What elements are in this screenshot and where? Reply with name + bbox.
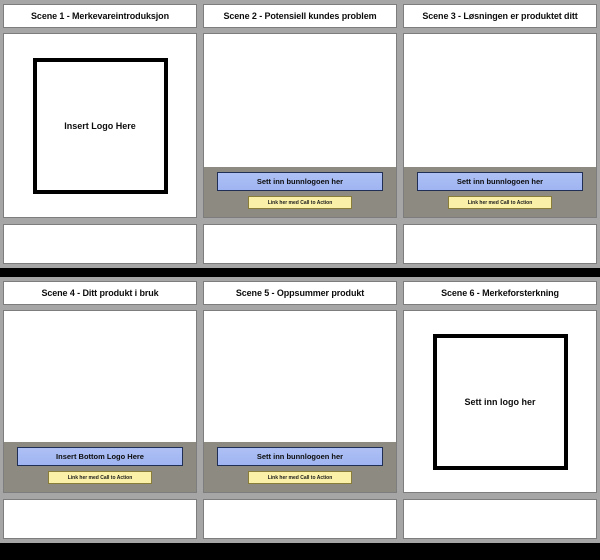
- scene-footer-band-4: Insert Bottom Logo Here Link her med Cal…: [4, 442, 196, 492]
- scene-notes-6[interactable]: [403, 499, 597, 539]
- scene-panel-1[interactable]: Scene 1 - Merkevareintroduksjon Insert L…: [3, 4, 197, 264]
- scene-panel-4[interactable]: Scene 4 - Ditt produkt i bruk Insert Bot…: [3, 281, 197, 539]
- scene-panel-3[interactable]: Scene 3 - Løsningen er produktet ditt Se…: [403, 4, 597, 264]
- scene-panel-5[interactable]: Scene 5 - Oppsummer produkt Sett inn bun…: [203, 281, 397, 539]
- scene-footer-band-2: Sett inn bunnlogoen her Link her med Cal…: [204, 167, 396, 217]
- scene-notes-5[interactable]: [203, 499, 397, 539]
- scene-canvas-2[interactable]: Sett inn bunnlogoen her Link her med Cal…: [203, 33, 397, 218]
- scene-notes-2[interactable]: [203, 224, 397, 264]
- bottom-logo-button-2[interactable]: Sett inn bunnlogoen her: [217, 172, 383, 191]
- bottom-logo-button-5[interactable]: Sett inn bunnlogoen her: [217, 447, 383, 466]
- bottom-logo-button-4[interactable]: Insert Bottom Logo Here: [17, 447, 183, 466]
- storyboard-row-1: Scene 1 - Merkevareintroduksjon Insert L…: [0, 0, 600, 268]
- logo-placeholder-box-6[interactable]: Sett inn logo her: [432, 333, 568, 470]
- scene-notes-3[interactable]: [403, 224, 597, 264]
- scene-panel-6[interactable]: Scene 6 - Merkeforsterkning Sett inn log…: [403, 281, 597, 539]
- scene-title-6: Scene 6 - Merkeforsterkning: [403, 281, 597, 305]
- row-separator: [0, 268, 600, 277]
- cta-link-button-3[interactable]: Link her med Call to Action: [448, 196, 552, 209]
- scene-footer-band-5: Sett inn bunnlogoen her Link her med Cal…: [204, 442, 396, 492]
- scene-canvas-5[interactable]: Sett inn bunnlogoen her Link her med Cal…: [203, 310, 397, 493]
- logo-placeholder-wrap-1: Insert Logo Here: [4, 34, 196, 217]
- scene-title-1: Scene 1 - Merkevareintroduksjon: [3, 4, 197, 28]
- scene-title-2: Scene 2 - Potensiell kundes problem: [203, 4, 397, 28]
- scene-panel-2[interactable]: Scene 2 - Potensiell kundes problem Sett…: [203, 4, 397, 264]
- logo-placeholder-wrap-6: Sett inn logo her: [404, 311, 596, 492]
- scene-title-3: Scene 3 - Løsningen er produktet ditt: [403, 4, 597, 28]
- scene-canvas-body-4[interactable]: [4, 311, 196, 442]
- bottom-logo-button-3[interactable]: Sett inn bunnlogoen her: [417, 172, 583, 191]
- scene-title-4: Scene 4 - Ditt produkt i bruk: [3, 281, 197, 305]
- scene-footer-band-3: Sett inn bunnlogoen her Link her med Cal…: [404, 167, 596, 217]
- scene-canvas-1[interactable]: Insert Logo Here: [3, 33, 197, 218]
- storyboard-row-2: Scene 4 - Ditt produkt i bruk Insert Bot…: [0, 277, 600, 543]
- scene-canvas-3[interactable]: Sett inn bunnlogoen her Link her med Cal…: [403, 33, 597, 218]
- bottom-edge-band: [0, 543, 600, 560]
- scene-canvas-body-2[interactable]: [204, 34, 396, 167]
- scene-canvas-body-5[interactable]: [204, 311, 396, 442]
- cta-link-button-2[interactable]: Link her med Call to Action: [248, 196, 352, 209]
- logo-placeholder-box-1[interactable]: Insert Logo Here: [32, 57, 168, 194]
- scene-canvas-4[interactable]: Insert Bottom Logo Here Link her med Cal…: [3, 310, 197, 493]
- cta-link-button-5[interactable]: Link her med Call to Action: [248, 471, 352, 484]
- scene-canvas-6[interactable]: Sett inn logo her: [403, 310, 597, 493]
- scene-notes-1[interactable]: [3, 224, 197, 264]
- scene-notes-4[interactable]: [3, 499, 197, 539]
- scene-title-5: Scene 5 - Oppsummer produkt: [203, 281, 397, 305]
- cta-link-button-4[interactable]: Link her med Call to Action: [48, 471, 152, 484]
- scene-canvas-body-3[interactable]: [404, 34, 596, 167]
